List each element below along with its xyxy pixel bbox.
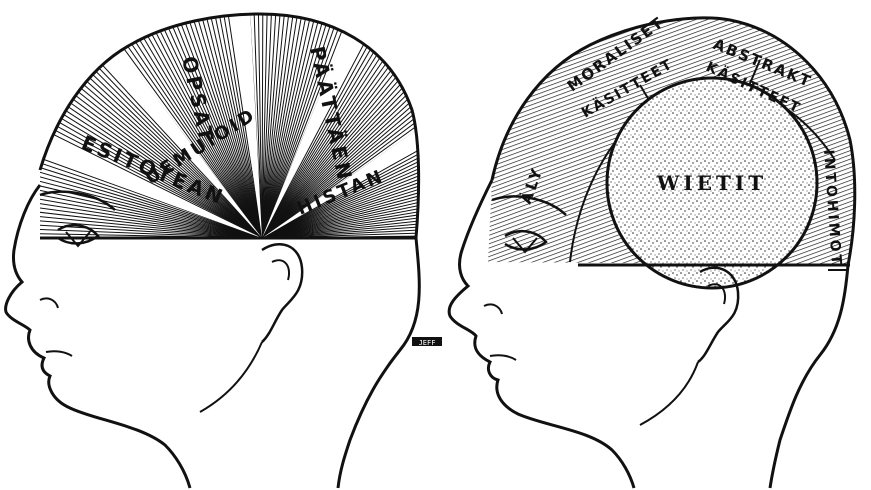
fan-line xyxy=(262,0,472,238)
right-mouth xyxy=(490,355,516,360)
right-nostril xyxy=(484,304,502,314)
left-mouth xyxy=(46,351,72,356)
right-neck-outline xyxy=(770,265,848,488)
signature-text: JEFF xyxy=(419,339,436,347)
right-jawline xyxy=(640,362,698,425)
core-label: WIETIT xyxy=(656,171,767,195)
left-ear-inner xyxy=(272,260,289,280)
signature-stamp: JEFF xyxy=(412,337,442,347)
left-neck-outline xyxy=(338,238,419,488)
right-head: MORALISET KÄSITTEET ABSTRAKT KÄSITTEET Ä… xyxy=(449,10,860,488)
left-nostril xyxy=(40,298,58,308)
left-ear xyxy=(262,244,302,342)
left-jawline xyxy=(200,342,262,412)
